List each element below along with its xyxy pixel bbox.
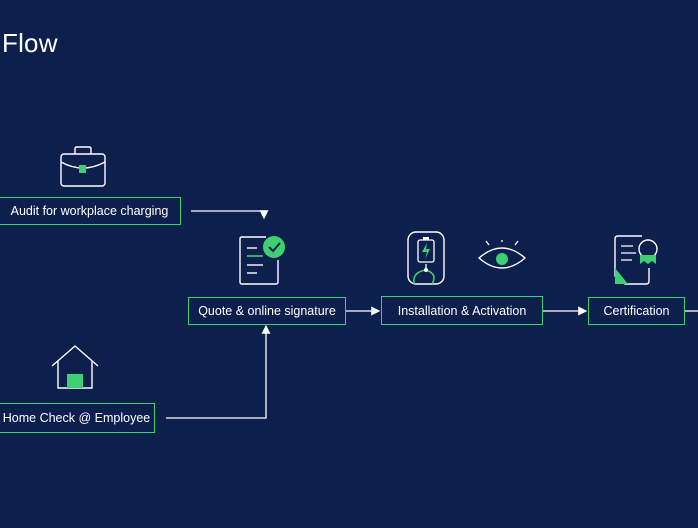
certificate-icon bbox=[614, 235, 658, 285]
node-home-check[interactable]: Home Check @ Employee bbox=[0, 403, 155, 433]
page-title: Flow bbox=[2, 28, 58, 58]
connector-home-quote bbox=[166, 324, 271, 419]
connector-audit-quote bbox=[191, 210, 269, 220]
eye-icon bbox=[477, 240, 527, 269]
node-quote[interactable]: Quote & online signature bbox=[188, 297, 346, 325]
node-installation[interactable]: Installation & Activation bbox=[381, 296, 543, 325]
house-icon bbox=[51, 345, 99, 389]
document-check-icon bbox=[239, 236, 285, 285]
node-audit[interactable]: Audit for workplace charging bbox=[0, 197, 181, 225]
briefcase-icon bbox=[60, 146, 106, 187]
node-certification[interactable]: Certification bbox=[588, 297, 685, 325]
charger-icon bbox=[407, 231, 445, 285]
